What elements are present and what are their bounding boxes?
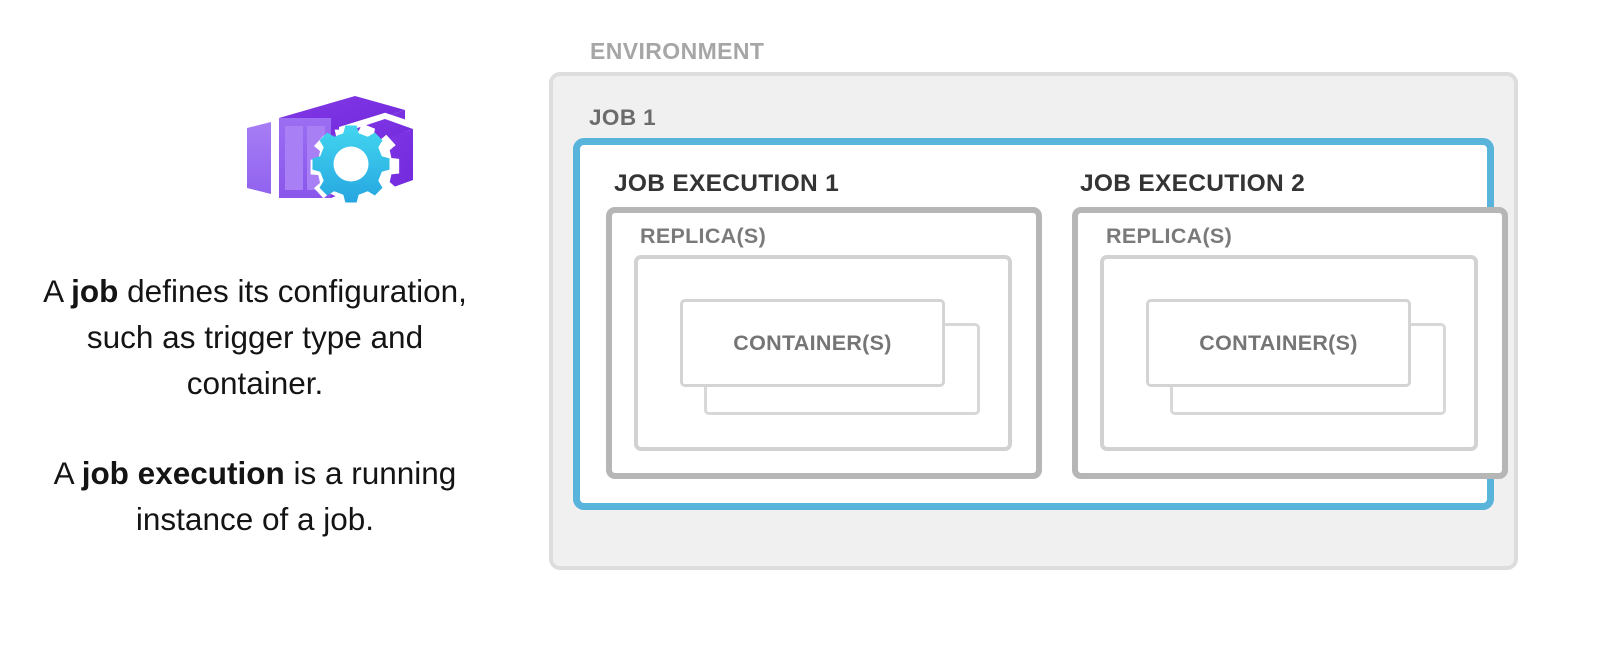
replicas-label-1: REPLICA(S) xyxy=(640,224,767,248)
container-stack-1: CONTAINER(S) xyxy=(680,299,980,415)
replicas-box-2: CONTAINER(S) xyxy=(1100,255,1478,451)
job-desc-tail: defines its configuration, such as trigg… xyxy=(86,273,467,401)
environment-box: JOB 1 JOB EXECUTION 1 REPLICA(S) CONTAIN… xyxy=(549,72,1518,570)
job-exec-desc-strong: job execution xyxy=(81,455,285,491)
job-label: JOB 1 xyxy=(589,105,657,130)
container-box-front-1: CONTAINER(S) xyxy=(680,299,945,387)
job-description-paragraph: A job defines its configuration, such as… xyxy=(20,268,490,406)
container-app-job-icon xyxy=(243,90,419,210)
job-execution-1: JOB EXECUTION 1 REPLICA(S) CONTAINER(S) xyxy=(606,170,1042,479)
container-box-front-2: CONTAINER(S) xyxy=(1146,299,1411,387)
job-execution-2-label: JOB EXECUTION 2 xyxy=(1080,170,1306,197)
job-exec-desc-tail: is a running instance of a job. xyxy=(135,455,457,537)
replicas-box-1: CONTAINER(S) xyxy=(634,255,1012,451)
container-label-2: CONTAINER(S) xyxy=(1199,330,1358,355)
environment-label: ENVIRONMENT xyxy=(590,38,765,64)
job-execution-2: JOB EXECUTION 2 REPLICA(S) CONTAINER(S) xyxy=(1072,170,1508,479)
container-stack-2: CONTAINER(S) xyxy=(1146,299,1446,415)
job-execution-1-label: JOB EXECUTION 1 xyxy=(614,170,840,197)
job-execution-description-paragraph: A job execution is a running instance of… xyxy=(20,450,490,542)
job-desc-strong: job xyxy=(71,273,119,309)
job-desc-lead: A xyxy=(43,273,72,309)
explanation-panel: A job defines its configuration, such as… xyxy=(0,0,510,646)
container-label-1: CONTAINER(S) xyxy=(733,330,892,355)
job-exec-desc-lead: A xyxy=(53,455,82,491)
job-executions-group: JOB EXECUTION 1 REPLICA(S) CONTAINER(S) … xyxy=(573,138,1508,510)
replicas-label-2: REPLICA(S) xyxy=(1106,224,1233,248)
caption-text: A job defines its configuration, such as… xyxy=(20,268,490,542)
